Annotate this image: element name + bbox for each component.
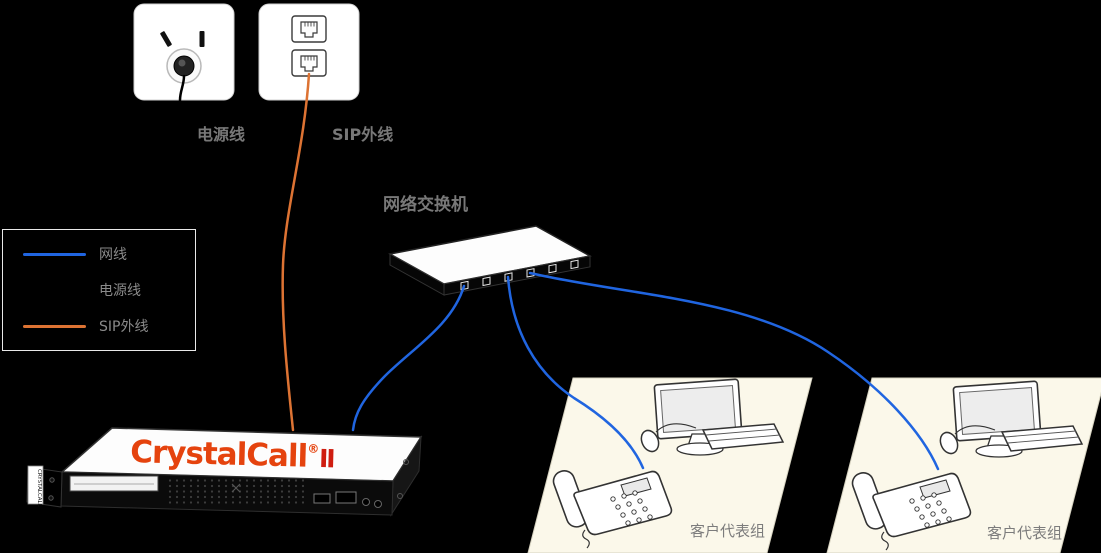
power-cable-swatch: [23, 288, 86, 292]
sip-outlet-icon: [258, 3, 360, 101]
network-cable-to-workstation-1: [506, 275, 645, 470]
network-switch-icon: [387, 225, 593, 296]
legend-label: 电源线: [99, 283, 141, 299]
network-cable-to-server: [351, 284, 466, 432]
server-side-badge: [27, 465, 44, 505]
sip-cable-swatch: [23, 324, 86, 328]
power-plug-icon: [173, 55, 195, 77]
workstation-label-1: 客户代表组: [690, 522, 766, 540]
legend-item-network: 网线: [23, 240, 195, 268]
switch-label: 网络交换机: [383, 195, 468, 215]
sip-jack-icon: [291, 15, 327, 43]
sip-cable: [281, 72, 311, 432]
server-vents: [166, 478, 304, 505]
legend-item-power: 电源线: [23, 276, 195, 304]
power-outlet-icon: [133, 3, 235, 102]
sip-line-label: SIP外线: [332, 125, 394, 144]
legend: 网线 电源线 SIP外线: [2, 229, 196, 351]
server-illustration: CRYSTALCALL CrystalCall®Ⅱ: [26, 427, 423, 517]
server-side-badge-text: CRYSTALCALL: [36, 469, 42, 508]
workstation-label-2: 客户代表组: [987, 524, 1063, 542]
sip-jack-icon: [291, 49, 327, 77]
legend-label: 网线: [99, 247, 127, 263]
network-cable-to-workstation-2: [528, 271, 940, 471]
legend-label: SIP外线: [99, 319, 149, 335]
power-cable: [178, 74, 186, 102]
server-brand: CrystalCall®Ⅱ: [130, 434, 335, 475]
power-cable-label: 电源线: [197, 125, 246, 144]
network-cable-swatch: [23, 252, 86, 256]
cables: [281, 72, 940, 471]
legend-item-sip: SIP外线: [23, 312, 195, 340]
